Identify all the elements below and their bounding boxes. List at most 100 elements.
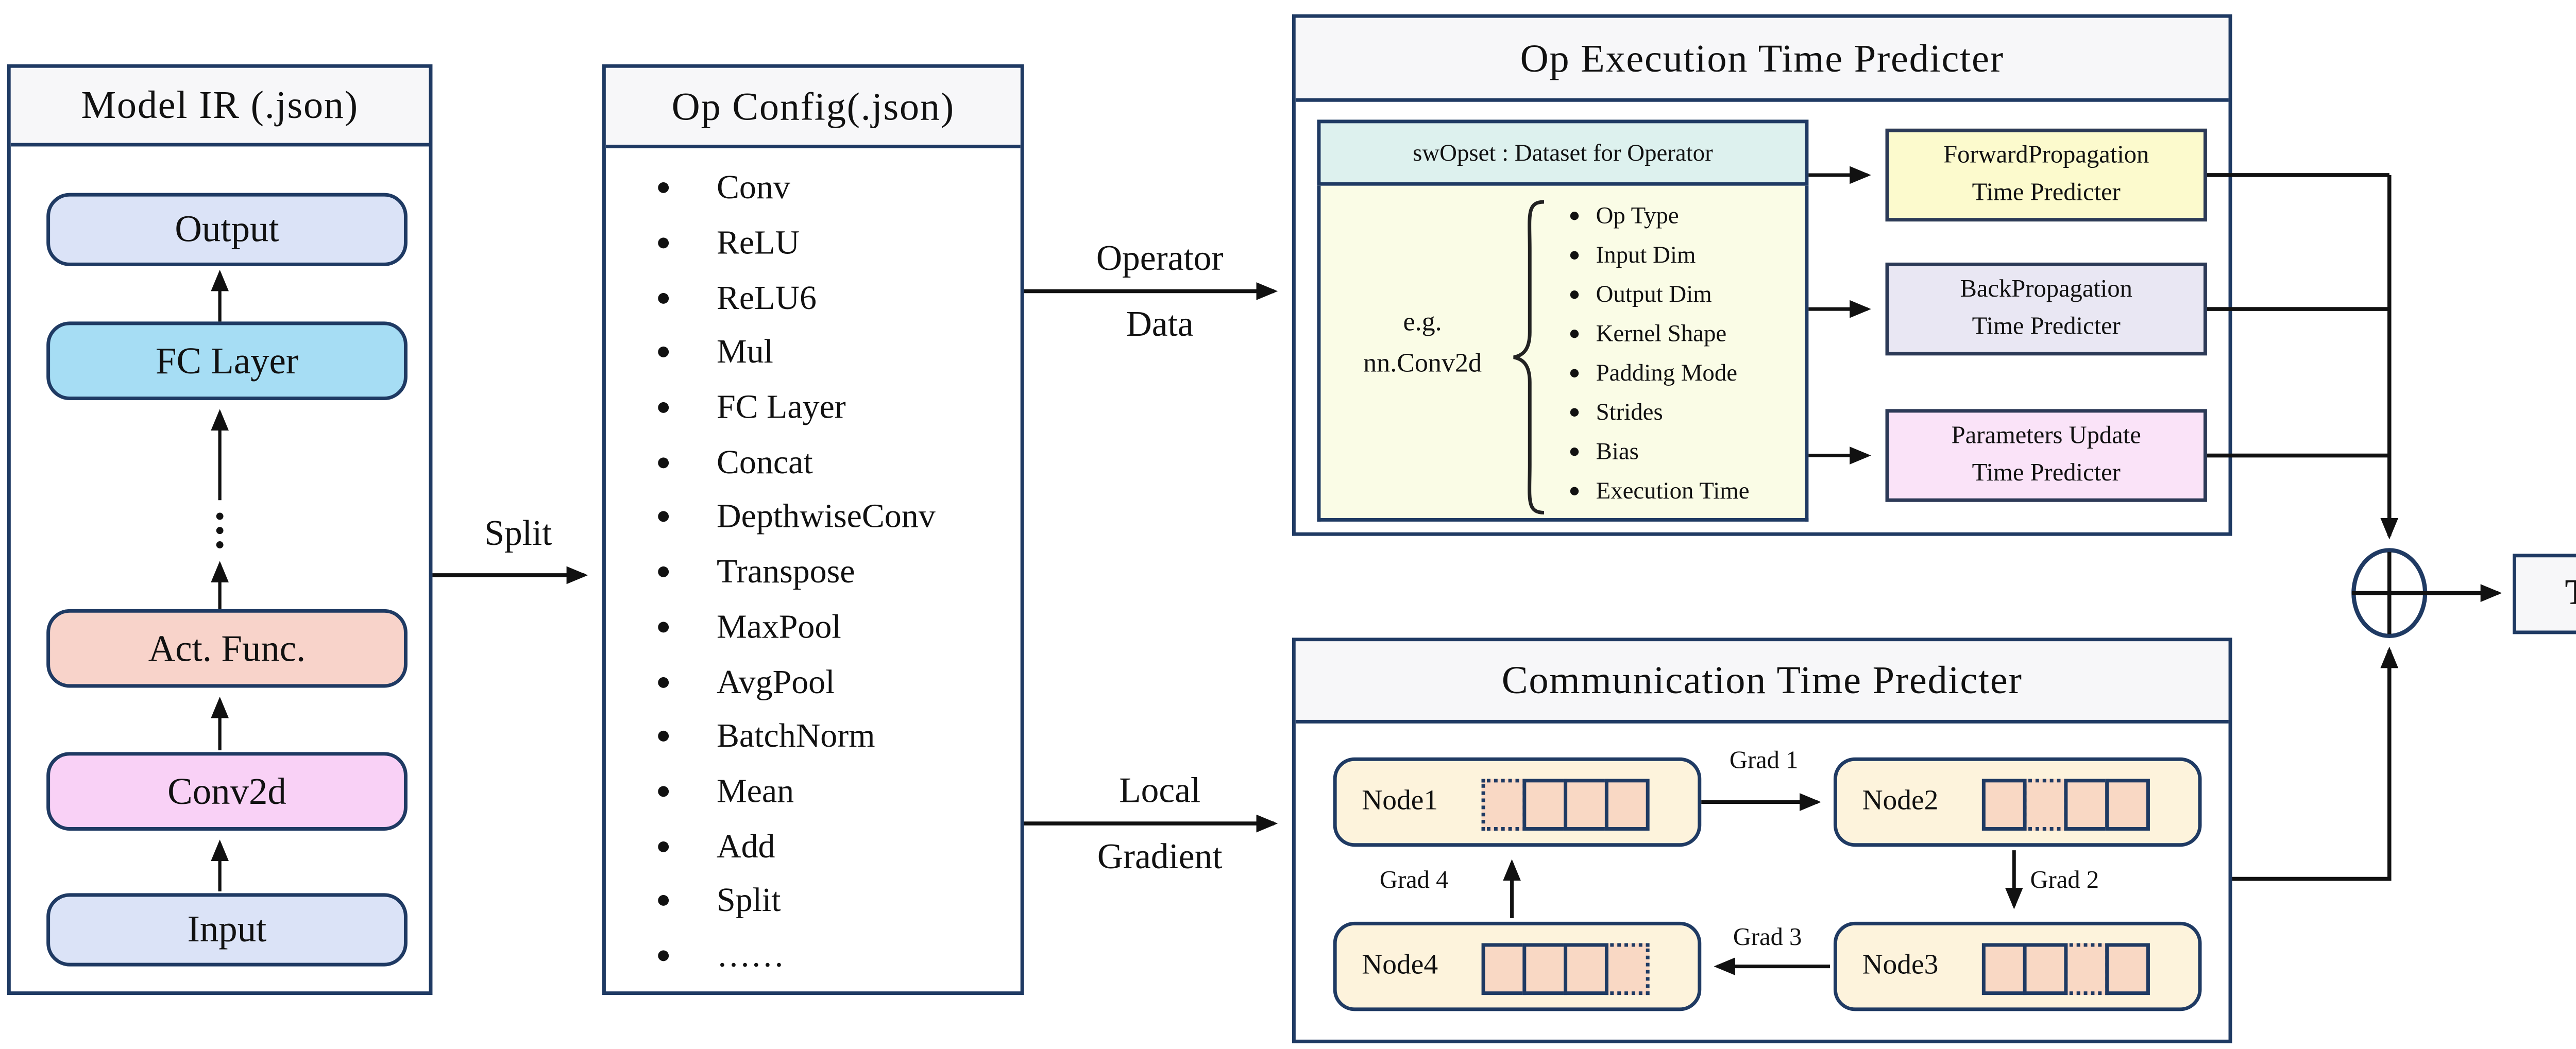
bullet-icon: ● (656, 669, 671, 696)
op-item-label: Mul (716, 335, 773, 372)
total-time-label: Total Time (2565, 573, 2576, 614)
gradient-cell (2064, 779, 2109, 831)
list-item: ● DepthwiseConv (656, 491, 1021, 546)
forward-predicter-line1: ForwardPropagation (1943, 143, 2149, 170)
field-label: Output Dim (1596, 280, 1712, 307)
list-item: ● ReLU (656, 217, 1021, 272)
bullet-icon: ● (1568, 323, 1581, 345)
list-item: ● Kernel Shape (1553, 315, 1798, 354)
field-label: Kernel Shape (1596, 319, 1727, 347)
node3-label: Node3 (1862, 950, 1939, 981)
bullet-icon: ● (656, 176, 671, 203)
bullet-icon: ● (1568, 284, 1581, 306)
layer-fc: FC Layer (46, 321, 408, 400)
list-item: ●AvgPool (656, 656, 1021, 711)
bullet-icon: ● (656, 779, 671, 806)
parameters-update-predicter-box: Parameters Update Time Predicter (1885, 409, 2207, 502)
gradient-cell (2023, 943, 2068, 995)
node2-box: Node2 (1833, 757, 2202, 847)
list-item: ● Output Dim (1553, 275, 1798, 314)
layer-output: Output (46, 193, 408, 266)
total-time-box: Total Time (2513, 554, 2576, 634)
node4-box: Node4 (1333, 921, 1702, 1011)
list-item: ● Op Type (1553, 197, 1798, 236)
forward-predicter-line2: Time Predicter (1972, 180, 2121, 208)
params-predicter-line1: Parameters Update (1951, 423, 2141, 451)
model-ir-title: Model IR (.json) (10, 67, 429, 147)
op-config-panel: Op Config(.json) ●Conv ●ReLU ●ReLU6 ●Mul… (602, 64, 1024, 995)
list-item: ●BatchNorm (656, 711, 1021, 765)
list-item: ●Input Dim (1553, 236, 1798, 275)
list-item: ● Padding Mode (1553, 354, 1798, 393)
params-predicter-line2: Time Predicter (1972, 460, 2121, 488)
bullet-icon: ● (656, 450, 671, 477)
field-label: Strides (1596, 398, 1663, 425)
layer-actfunc: Act. Func. (46, 609, 408, 688)
bullet-icon: ● (656, 504, 671, 531)
list-item: ●Add (656, 820, 1021, 875)
forward-propagation-predicter-box: ForwardPropagation Time Predicter (1885, 128, 2207, 222)
comm-title: Communication Time Predicter (1295, 641, 2229, 724)
list-item: ● Bias (1553, 432, 1798, 471)
layer-fc-label: FC Layer (155, 338, 299, 382)
swopset-example-line2: nn.Conv2d (1363, 350, 1482, 380)
swopset-fields-list: ●Op Type ●Input Dim ●Output Dim ●Kernel … (1553, 197, 1798, 511)
op-item-label: Transpose (716, 554, 855, 592)
list-item: ●MaxPool (656, 601, 1021, 656)
layer-input: Input (46, 893, 408, 967)
op-item-label: Mean (716, 773, 794, 811)
back-predicter-line2: Time Predicter (1972, 314, 2121, 341)
bullet-icon: ● (656, 285, 671, 313)
list-item: ● Mean (656, 766, 1021, 820)
op-item-label: MaxPool (716, 609, 841, 647)
list-item: ● Concat (656, 437, 1021, 491)
gradient-cell-dashed (2064, 943, 2109, 995)
gradient-cell-dashed (1604, 943, 1650, 995)
layer-input-label: Input (187, 907, 267, 951)
gradient-cell (1522, 779, 1568, 831)
bullet-icon: ● (656, 888, 671, 915)
grad3-label: Grad 3 (1733, 925, 1802, 952)
bullet-icon: ● (656, 230, 671, 257)
grad2-label: Grad 2 (2030, 868, 2099, 895)
bullet-icon: ● (656, 394, 671, 422)
back-propagation-predicter-box: BackPropagation Time Predicter (1885, 262, 2207, 356)
bullet-icon: ● (1568, 480, 1581, 502)
op-item-label: DepthwiseConv (716, 499, 936, 537)
bullet-icon: ● (1568, 363, 1581, 384)
field-label: Op Type (1596, 201, 1679, 229)
gradient-cell (1604, 779, 1650, 831)
layer-conv2d-label: Conv2d (167, 769, 286, 812)
list-item: ●FC Layer (656, 382, 1021, 436)
field-label: Input Dim (1596, 241, 1696, 268)
list-item: ●Conv (656, 163, 1021, 217)
layer-actfunc-label: Act. Func. (148, 626, 306, 669)
gradient-cell (1481, 943, 1527, 995)
op-exec-title: Op Execution Time Predicter (1295, 18, 2229, 102)
gradient-cell (1981, 943, 2027, 995)
swopset-body: e.g. nn.Conv2d ●Op Type ●Input Dim ●Outp… (1317, 185, 1809, 522)
bullet-icon: ● (1568, 441, 1581, 463)
operator-data-label-line2: Data (1126, 305, 1194, 345)
bullet-icon: ● (656, 833, 671, 861)
field-label: Bias (1596, 437, 1639, 465)
swopset-example-line1: e.g. (1403, 309, 1442, 338)
grad4-label: Grad 4 (1379, 868, 1449, 895)
op-item-label: Concat (716, 444, 813, 482)
comm-output-line-up (2232, 646, 2399, 881)
node3-box: Node3 (1833, 921, 2202, 1011)
op-item-label: ReLU (716, 225, 800, 263)
op-config-title: Op Config(.json) (605, 67, 1021, 148)
op-item-label: Split (716, 883, 781, 921)
operator-data-label-line1: Operator (1096, 239, 1224, 279)
op-item-label: ReLU6 (716, 280, 817, 318)
bullet-icon: ● (656, 559, 671, 587)
list-item: ● Transpose (656, 546, 1021, 601)
layer-conv2d: Conv2d (46, 752, 408, 831)
gradient-cell (2105, 779, 2150, 831)
bullet-icon: ● (1568, 205, 1581, 227)
field-label: Padding Mode (1596, 359, 1738, 386)
list-item: ●Mul (656, 327, 1021, 382)
bullet-icon: ● (1568, 402, 1581, 424)
